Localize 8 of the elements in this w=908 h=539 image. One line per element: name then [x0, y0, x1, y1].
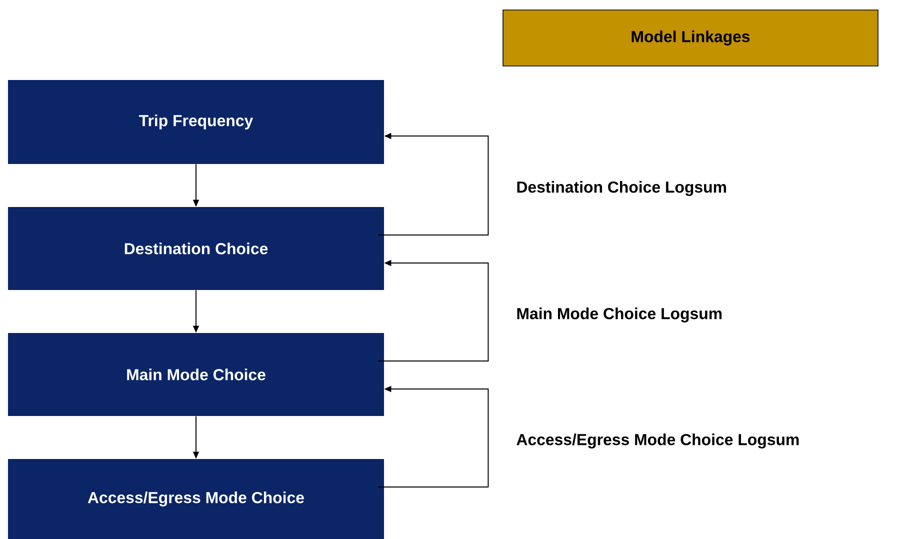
process-box: Trip Frequency [8, 80, 384, 164]
heading-box: Model Linkages [502, 10, 878, 66]
edge-label: Main Mode Choice Logsum [515, 306, 724, 324]
edge-label: Access/Egress Mode Choice Logsum [515, 432, 801, 450]
process-box: Destination Choice [8, 206, 384, 290]
process-box: Main Mode Choice [8, 332, 384, 416]
process-box: Access/Egress Mode Choice [8, 458, 384, 539]
edge-label: Destination Choice Logsum [515, 180, 728, 197]
